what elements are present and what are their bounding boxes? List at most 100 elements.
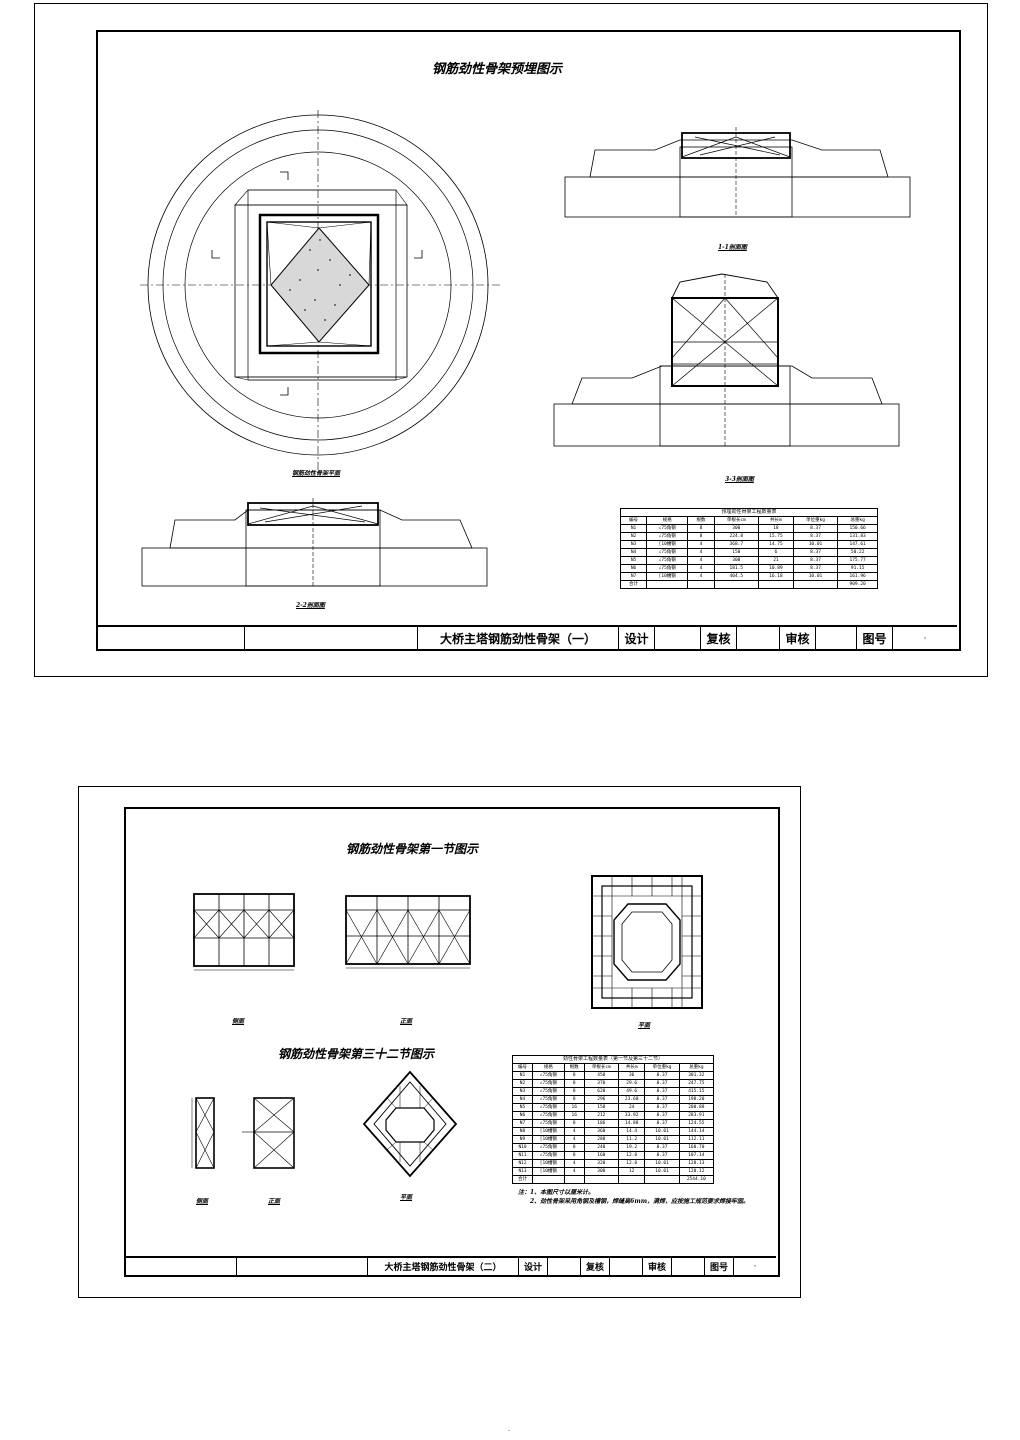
first-section-plan-drawing: [591, 875, 703, 1009]
table-cell: 300: [713, 556, 760, 565]
table-cell: 10.01: [792, 572, 839, 581]
table-cell: 147.61: [837, 540, 878, 549]
table-header-cell: 编号: [619, 516, 648, 525]
table-header-cell: 根数: [563, 1063, 585, 1072]
table-cell: ∠75角钢: [646, 556, 689, 565]
table-cell: [646, 580, 689, 589]
table-cell: 198.20: [678, 1095, 715, 1104]
table-cell: 4: [687, 548, 715, 557]
table-cell: ∠75角钢: [532, 1119, 565, 1128]
drawing-no-value: ·: [923, 634, 927, 642]
table-cell: 24: [617, 1103, 646, 1112]
table-cell: 19.2: [617, 1143, 646, 1152]
table-cell: 181.5: [713, 564, 760, 573]
table-cell: 370: [583, 1079, 619, 1088]
table-cell: 300: [583, 1167, 619, 1176]
table-cell: 49.6: [617, 1087, 646, 1096]
table-cell: 4: [563, 1167, 585, 1176]
table-cell: 4: [563, 1159, 585, 1168]
table-cell: 合计: [511, 1175, 534, 1184]
table-cell: 36: [617, 1071, 646, 1080]
section-1-1-caption: 1-1剖面图: [718, 244, 747, 251]
table-cell: N4: [619, 548, 648, 557]
table-cell: ∠75角钢: [646, 564, 689, 573]
table-cell: 4: [687, 556, 715, 565]
table-cell: 128.13: [678, 1159, 715, 1168]
table-cell: ∠75角钢: [532, 1095, 565, 1104]
drawing-name: 大桥主塔钢筋劲性骨架（一）: [418, 627, 619, 649]
table-header-cell: 单位重kg: [792, 516, 839, 525]
title-block-2: 大桥主塔钢筋劲性骨架（二） 设计 复核 审核 图号 ·: [126, 1256, 776, 1275]
drawing-frame-2: [124, 807, 780, 1277]
table-cell: 8: [563, 1079, 585, 1088]
table-cell: ∠75角钢: [532, 1071, 565, 1080]
table-cell: 4: [687, 572, 715, 581]
note-line-2: 2、劲性骨架采用角钢及槽钢，焊缝高6mm，满焊，应按施工规范要求焊接牢固。: [530, 1198, 750, 1205]
drawing-no-value: ·: [753, 1263, 757, 1270]
table-cell: ∠75角钢: [532, 1079, 565, 1088]
footer-mark: ·: [508, 1428, 510, 1435]
table-cell: 8.37: [644, 1151, 680, 1160]
table-header-cell: 共长m: [617, 1063, 646, 1072]
table-cell: 15.75: [758, 532, 794, 541]
table-cell: [532, 1175, 565, 1184]
approve-label: 审核: [780, 627, 816, 649]
table-cell: N5: [619, 556, 648, 565]
table-cell: 107.14: [678, 1151, 715, 1160]
table-cell: 186: [583, 1119, 619, 1128]
table-cell: [617, 1175, 646, 1184]
design-label: 设计: [619, 627, 655, 649]
table-cell: 224.8: [713, 532, 760, 541]
table-cell: N7: [619, 572, 648, 581]
table-cell: 200.88: [678, 1103, 715, 1112]
table-cell: 10.01: [644, 1127, 680, 1136]
table-cell: [644, 1175, 680, 1184]
table-cell: 6: [758, 548, 794, 557]
table-cell: 2544.10: [678, 1175, 715, 1184]
sheet1-title: 钢筋劲性骨架预埋图示: [432, 62, 563, 77]
table-cell: 120.12: [678, 1167, 715, 1176]
table-cell: [10槽钢: [532, 1135, 565, 1144]
table-cell: 296: [583, 1095, 619, 1104]
table-cell: 8.37: [792, 532, 839, 541]
table-cell: N3: [511, 1087, 534, 1096]
table-cell: 50.22: [837, 548, 878, 557]
section-3-3-caption: 3-3剖面图: [725, 476, 754, 483]
table-cell: 301.32: [678, 1071, 715, 1080]
table-cell: 4: [563, 1127, 585, 1136]
table-cell: ∠75角钢: [646, 548, 689, 557]
first-section-front-caption: 正面: [400, 1018, 413, 1025]
table-header-cell: 共长m: [758, 516, 794, 525]
table-cell: 10.01: [644, 1159, 680, 1168]
review-value: [610, 1258, 643, 1275]
table-cell: [713, 580, 760, 589]
table-cell: 23.68: [617, 1095, 646, 1104]
table-cell: 14.88: [617, 1119, 646, 1128]
table-row: 合计 2544.10: [511, 1175, 715, 1184]
table-cell: ∠75角钢: [532, 1151, 565, 1160]
plan-view-drawing: [140, 110, 500, 470]
table-cell: 150: [583, 1103, 619, 1112]
table-cell: 212: [583, 1111, 619, 1120]
first-section-front-drawing: [345, 895, 471, 969]
table-cell: 280: [583, 1135, 619, 1144]
table-cell: ∠75角钢: [532, 1087, 565, 1096]
table-cell: 16.18: [758, 572, 794, 581]
table-cell: 131.83: [837, 532, 878, 541]
table-cell: N12: [511, 1159, 534, 1168]
table-cell: 10.01: [792, 540, 839, 549]
table-cell: N2: [619, 532, 648, 541]
table-cell: 4: [687, 540, 715, 549]
sheet2-notes: 注：1、本图尺寸以厘米计。 2、劲性骨架采用角钢及槽钢，焊缝高6mm，满焊，应按…: [518, 1188, 749, 1206]
title-block-blank: [126, 1258, 237, 1275]
table-cell: 11.2: [617, 1135, 646, 1144]
table-cell: [687, 580, 715, 589]
drawing-no-label: 图号: [857, 627, 893, 649]
table-cell: 360: [583, 1127, 619, 1136]
table-cell: [10槽钢: [532, 1127, 565, 1136]
